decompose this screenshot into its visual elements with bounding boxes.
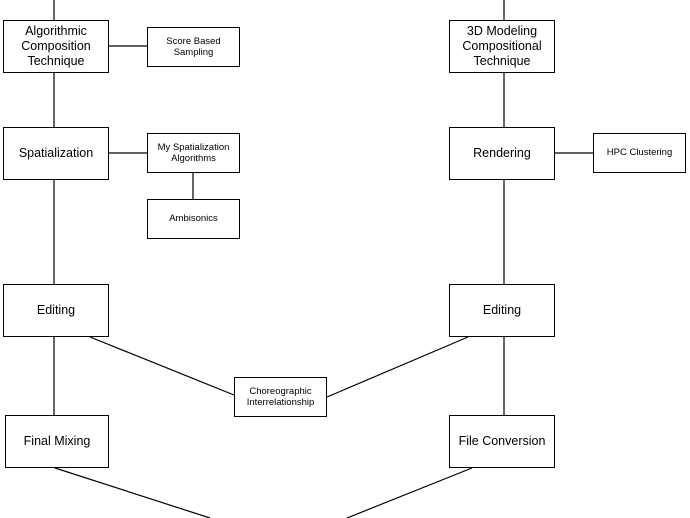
node-algorithmic-composition: Algorithmic Composition Technique xyxy=(3,20,109,73)
node-choreographic-interrelationship: Choreographic Interrelationship xyxy=(234,377,327,417)
connector-editR-to-chor xyxy=(326,336,469,398)
node-score-based-sampling: Score Based Sampling xyxy=(147,27,240,67)
node-editing-left: Editing xyxy=(3,284,109,337)
node-editing-right: Editing xyxy=(449,284,555,337)
node-my-spatialization-algorithms: My Spatialization Algorithms xyxy=(147,133,240,173)
node-ambisonics: Ambisonics xyxy=(147,199,240,239)
node-final-mixing: Final Mixing xyxy=(5,415,109,468)
node-file-conversion: File Conversion xyxy=(449,415,555,468)
connector-mix-to-bottom xyxy=(54,467,211,518)
node-3d-modeling: 3D Modeling Compositional Technique xyxy=(449,20,555,73)
node-spatialization: Spatialization xyxy=(3,127,109,180)
node-rendering: Rendering xyxy=(449,127,555,180)
node-hpc-clustering: HPC Clustering xyxy=(593,133,686,173)
connector-editL-to-chor xyxy=(89,336,235,396)
connector-conv-to-bottom xyxy=(346,467,473,518)
